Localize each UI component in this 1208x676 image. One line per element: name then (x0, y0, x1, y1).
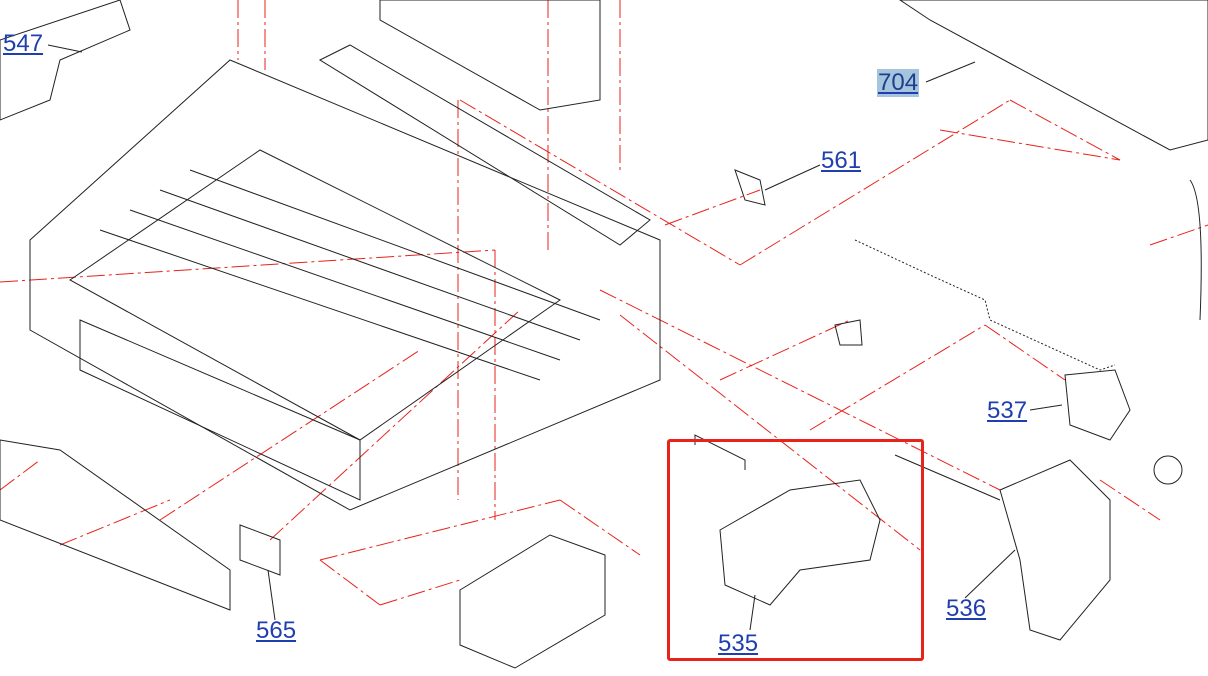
callout-561[interactable]: 561 (821, 147, 862, 174)
highlight-box-535 (667, 439, 924, 661)
callout-535[interactable]: 535 (718, 630, 759, 657)
callout-leaders (47, 44, 1063, 631)
assembly-guide-lines (0, 0, 1208, 606)
callout-537[interactable]: 537 (987, 397, 1028, 424)
callout-547[interactable]: 547 (3, 30, 44, 57)
callout-704-selected[interactable]: 704 (877, 69, 920, 97)
callout-536[interactable]: 536 (946, 595, 987, 622)
callout-565[interactable]: 565 (256, 617, 297, 644)
